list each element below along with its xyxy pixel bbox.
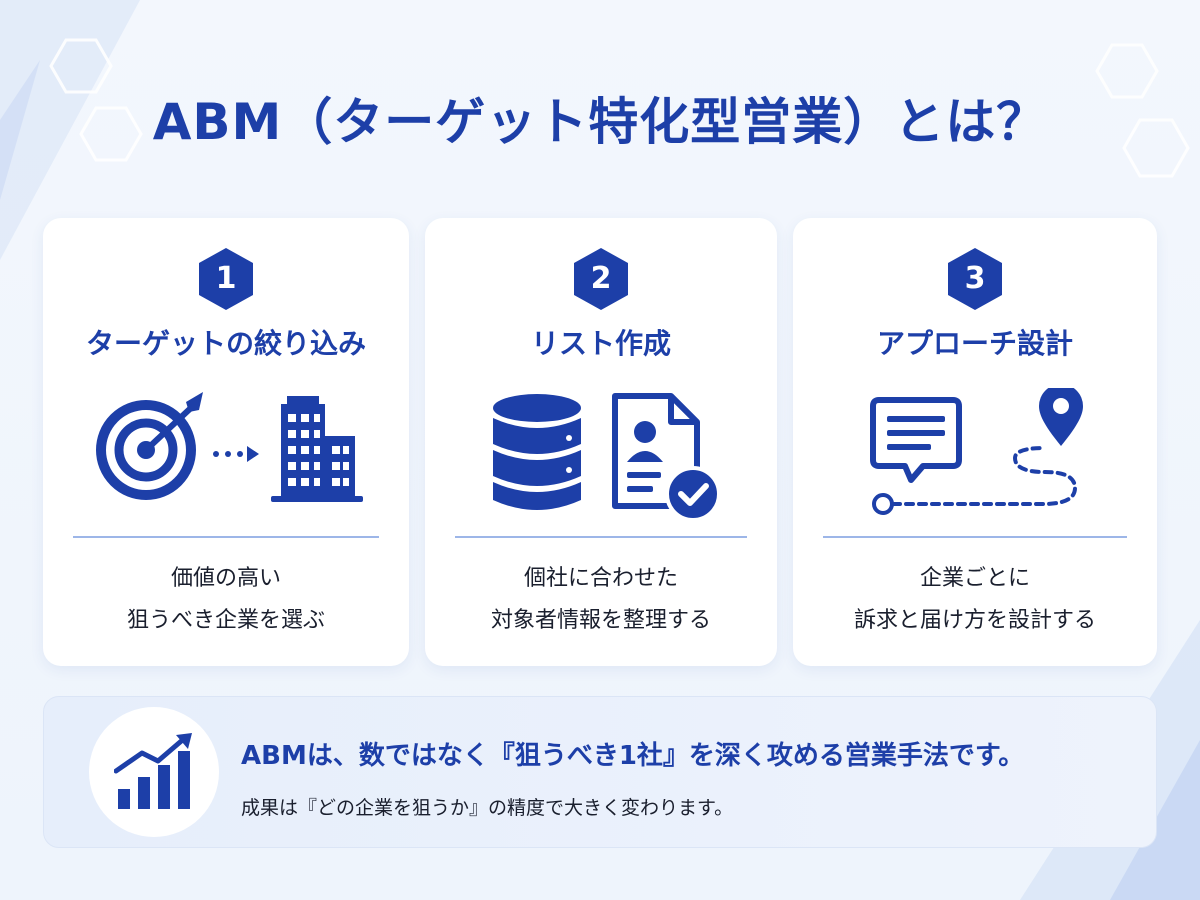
step-description-line: 企業ごとに <box>919 566 1030 591</box>
card-divider <box>455 536 747 538</box>
step-card-2: 2 リスト作成 <box>425 218 777 666</box>
step-number: 1 <box>215 261 237 296</box>
step-description-line: 価値の高い <box>170 566 281 591</box>
hexagon-badge-icon <box>199 248 253 310</box>
step-description: 個社に合わせた 対象者情報を整理する <box>425 558 777 642</box>
hexagon-badge-icon <box>948 248 1002 310</box>
step-description: 価値の高い 狙うべき企業を選ぶ <box>43 558 409 642</box>
arrow-icon <box>213 446 259 462</box>
route-icon <box>872 446 1078 515</box>
step-number: 3 <box>964 261 986 296</box>
steps-container: 1 ターゲットの絞り込み <box>43 218 1157 666</box>
card-divider <box>823 536 1127 538</box>
step-number-badge: 1 <box>196 246 256 312</box>
target-icon <box>96 392 203 500</box>
message-icon <box>870 397 962 483</box>
step-description-line: 個社に合わせた <box>523 566 678 591</box>
step-number-badge: 2 <box>571 246 631 312</box>
hexagon-decoration <box>49 38 1190 178</box>
step-title: アプローチ設計 <box>876 327 1073 360</box>
step-title: リスト作成 <box>530 327 671 360</box>
hexagon-badge-icon <box>574 248 628 310</box>
step-description-line: 対象者情報を整理する <box>490 608 711 633</box>
step-card-1: 1 ターゲットの絞り込み <box>43 218 409 666</box>
summary-sub-text: 成果は『どの企業を狙うか』の精度で大きく変わります。 <box>241 797 734 819</box>
growth-chart-icon <box>114 733 192 809</box>
building-icon <box>271 396 363 502</box>
step-description: 企業ごとに 訴求と届け方を設計する <box>793 558 1157 642</box>
step-illustration <box>493 393 721 522</box>
check-icon <box>665 466 721 522</box>
summary-main-text: ABMは、数ではなく『狙うべき1社』を深く攻める営業手法です。 <box>241 741 1025 771</box>
location-pin-icon <box>1039 388 1083 446</box>
summary-box: ABMは、数ではなく『狙うべき1社』を深く攻める営業手法です。 成果は『どの企業… <box>43 696 1157 848</box>
step-card-3: 3 アプローチ設計 企業ごとに 訴求と届け方を設計する <box>793 218 1157 666</box>
step-illustration <box>96 392 363 502</box>
step-description-line: 狙うべき企業を選ぶ <box>126 608 325 633</box>
step-number-badge: 3 <box>945 246 1005 312</box>
step-description-line: 訴求と届け方を設計する <box>853 608 1096 633</box>
card-divider <box>73 536 379 538</box>
database-icon <box>493 394 581 510</box>
step-number: 2 <box>590 261 612 296</box>
step-title: ターゲットの絞り込み <box>85 327 366 360</box>
step-illustration <box>870 388 1083 515</box>
page-title: ABM（ターゲット特化型営業）とは？ <box>152 93 1048 151</box>
summary-icon-circle <box>89 707 219 837</box>
